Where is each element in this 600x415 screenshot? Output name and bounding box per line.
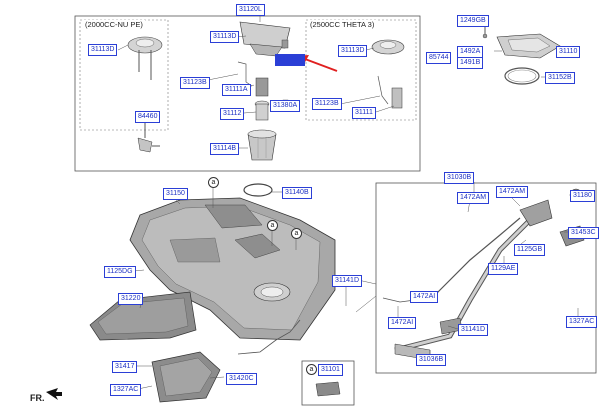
part-label-31036B[interactable]: 31036B bbox=[416, 354, 447, 366]
part-label-1472AM-a[interactable]: 1472AM bbox=[457, 192, 490, 204]
part-label-31180[interactable]: 31180 bbox=[570, 190, 595, 202]
part-label-31152B[interactable]: 31152B bbox=[545, 72, 575, 84]
callout-a-2: a bbox=[267, 220, 278, 231]
part-label-31140B[interactable]: 31140B bbox=[282, 187, 312, 199]
part-label-31120L[interactable]: 31120L bbox=[236, 4, 265, 16]
part-label-31112[interactable]: 31112 bbox=[220, 108, 245, 120]
center-pump-module bbox=[237, 21, 291, 161]
upper-frame bbox=[74, 15, 421, 172]
part-box-31101 bbox=[301, 360, 355, 406]
right-group-frame bbox=[305, 19, 417, 121]
part-label-31150[interactable]: 31150 bbox=[163, 188, 188, 200]
orientation-label: FR. bbox=[30, 393, 45, 403]
part-label-1249GB[interactable]: 1249GB bbox=[457, 15, 489, 27]
part-label-1125DG[interactable]: 1125DG bbox=[104, 266, 136, 278]
part-label-31113D-right[interactable]: 31113D bbox=[338, 45, 368, 57]
part-label-31101[interactable]: 31101 bbox=[318, 364, 343, 376]
right-pump-module bbox=[371, 39, 405, 109]
group-title-right: (2500CC THETA 3) bbox=[308, 20, 377, 29]
part-label-1327AC-b[interactable]: 1327AC bbox=[566, 316, 598, 328]
part-label-31123B-right[interactable]: 31123B bbox=[312, 98, 342, 110]
part-label-1327AC-a[interactable]: 1327AC bbox=[110, 384, 142, 396]
part-label-31420C[interactable]: 31420C bbox=[226, 373, 257, 385]
filler-frame bbox=[375, 182, 597, 374]
part-label-1472AM-b[interactable]: 1472AM bbox=[496, 186, 529, 198]
part-label-31113D-left[interactable]: 31113D bbox=[88, 44, 118, 56]
part-label-1472AI-a[interactable]: 1472AI bbox=[410, 291, 439, 303]
left-pump-module bbox=[127, 36, 163, 80]
part-label-31111A[interactable]: 31111A bbox=[222, 84, 251, 96]
part-label-31220[interactable]: 31220 bbox=[118, 293, 144, 305]
part-label-84460[interactable]: 84460 bbox=[135, 111, 161, 123]
part-31101-shape bbox=[315, 381, 341, 397]
part-label-1491B[interactable]: 1491B bbox=[457, 57, 484, 69]
part-label-31141D-a[interactable]: 31141D bbox=[332, 275, 363, 287]
callout-a-3: a bbox=[291, 228, 302, 239]
group-title-left: (2000CC-NU PE) bbox=[83, 20, 145, 29]
part-label-1472AI-b[interactable]: 1472AI bbox=[388, 317, 417, 329]
part-label-31380A[interactable]: 31380A bbox=[270, 100, 301, 112]
part-label-31123B[interactable]: 31123B bbox=[180, 77, 210, 89]
fuel-tank bbox=[129, 197, 336, 355]
part-label-85744[interactable]: 85744 bbox=[426, 52, 452, 64]
part-label-31141D-b[interactable]: 31141D bbox=[458, 324, 489, 336]
gasket-ring bbox=[243, 183, 273, 197]
part-label-31113D-center[interactable]: 31113D bbox=[210, 31, 240, 43]
front-arrow-icon bbox=[46, 388, 62, 400]
part-label-31453C[interactable]: 31453C bbox=[568, 227, 599, 239]
sender-unit bbox=[137, 120, 160, 153]
pump-cover-plate bbox=[482, 24, 561, 85]
canister bbox=[151, 351, 221, 403]
callout-a-1: a bbox=[208, 177, 219, 188]
part-label-1129AE[interactable]: 1129AE bbox=[488, 263, 519, 275]
heat-shield bbox=[89, 291, 197, 341]
part-label-31417[interactable]: 31417 bbox=[112, 361, 138, 373]
part-label-31030B[interactable]: 31030B bbox=[444, 172, 475, 184]
part-label-31111[interactable]: 31111 bbox=[352, 107, 376, 119]
part-label-highlighted[interactable]: 31123B bbox=[275, 54, 305, 66]
callout-a-4: a bbox=[306, 364, 317, 375]
part-label-31110[interactable]: 31110 bbox=[556, 46, 581, 58]
part-label-31114B[interactable]: 31114B bbox=[210, 143, 240, 155]
part-label-1125GB[interactable]: 1125GB bbox=[514, 244, 546, 256]
